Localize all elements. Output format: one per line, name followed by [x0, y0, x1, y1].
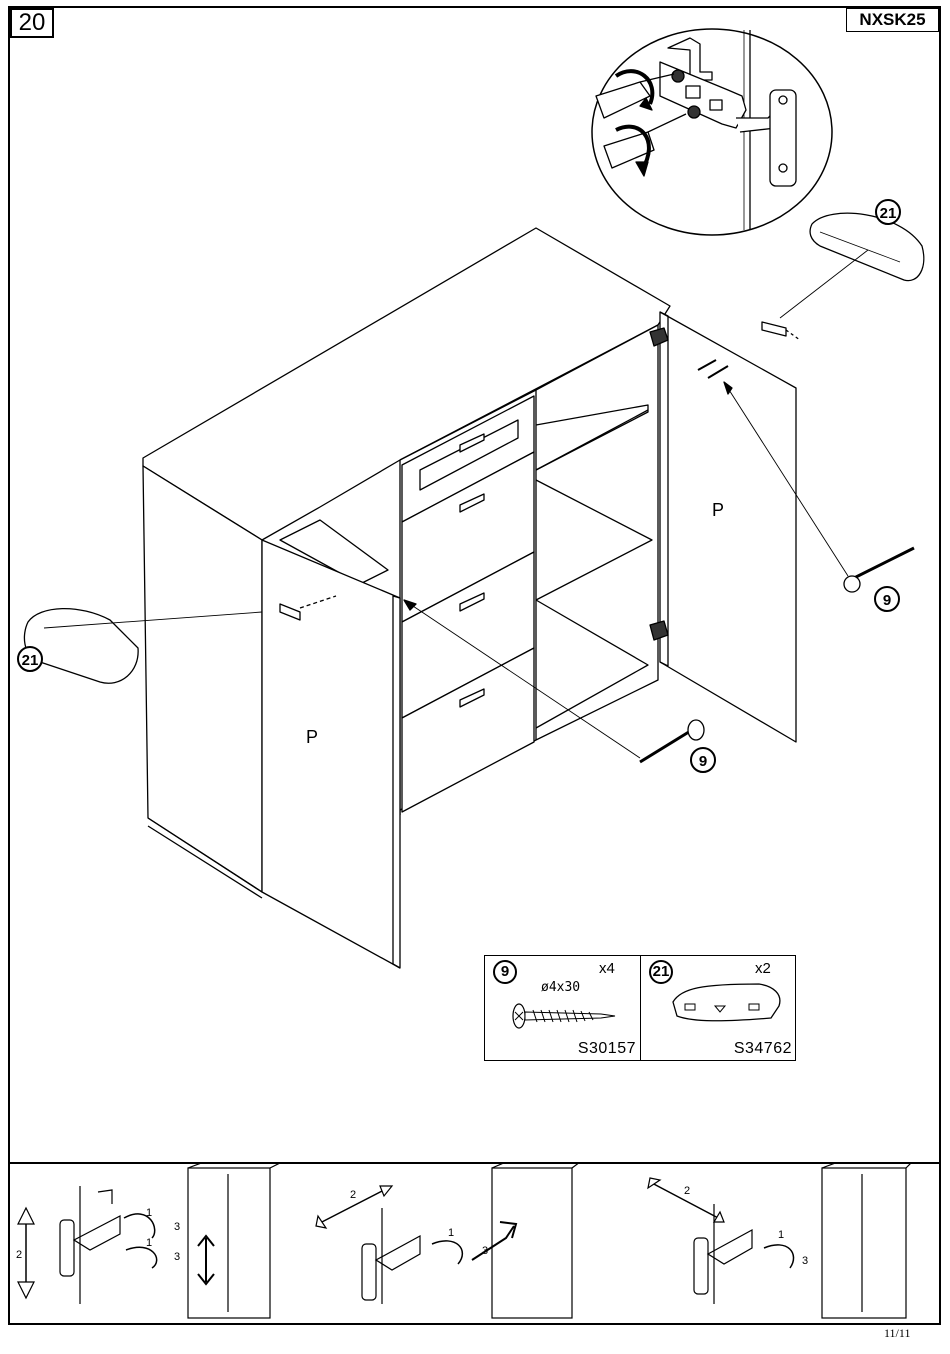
part-screw: 9 x4 ø4x30 S30157 — [485, 956, 640, 1060]
part-code: S30157 — [578, 1040, 636, 1058]
adjust-label: 3 — [802, 1255, 808, 1267]
callout-handle-left: 21 — [18, 647, 42, 671]
svg-text:21: 21 — [22, 652, 39, 669]
adjust-label: 1 — [146, 1237, 152, 1249]
parts-table: 9 x4 ø4x30 S30157 21 x2 S34762 — [484, 955, 796, 1061]
part-id: 9 — [493, 960, 517, 984]
part-handle: 21 x2 S34762 — [641, 956, 796, 1060]
adjust-label: 2 — [350, 1189, 356, 1201]
adjust-label: 1 — [778, 1229, 784, 1241]
adjust-panel-2 — [316, 1164, 580, 1318]
svg-text:9: 9 — [699, 753, 707, 770]
part-code: S34762 — [734, 1040, 792, 1058]
svg-text:9: 9 — [883, 592, 891, 609]
adjust-label: 3 — [174, 1251, 180, 1263]
screw-left — [640, 730, 692, 762]
handle-left — [24, 609, 138, 684]
page-number: 11/11 — [884, 1326, 910, 1341]
svg-text:21: 21 — [880, 205, 897, 222]
panel-label-left: P — [306, 727, 318, 747]
adjust-label: 1 — [146, 1207, 152, 1219]
callout-screw-right: 9 — [875, 587, 899, 611]
adjust-label: 2 — [684, 1185, 690, 1197]
handle-icon — [663, 978, 787, 1028]
adjust-label: 3 — [482, 1245, 488, 1257]
right-door — [660, 312, 796, 742]
screw-icon — [511, 1000, 621, 1034]
adjust-label: 2 — [16, 1249, 22, 1261]
callout-handle-right: 21 — [876, 200, 900, 224]
hinge-adjustment-strip: 1 2 3 1 3 2 1 3 2 1 3 — [0, 1164, 950, 1334]
part-quantity: x4 — [599, 960, 615, 977]
part-dimension: ø4x30 — [541, 980, 580, 995]
callout-screw-left: 9 — [691, 748, 715, 772]
adjust-label: 3 — [174, 1221, 180, 1233]
panel-label-right: P — [712, 500, 724, 520]
drawers — [402, 396, 534, 812]
assembly-illustration: P P 21 21 9 9 — [0, 0, 950, 1160]
left-door — [262, 540, 400, 968]
part-quantity: x2 — [755, 960, 771, 977]
handle-right — [810, 213, 924, 280]
cabinet-left-side — [143, 466, 262, 892]
adjust-label: 1 — [448, 1227, 454, 1239]
